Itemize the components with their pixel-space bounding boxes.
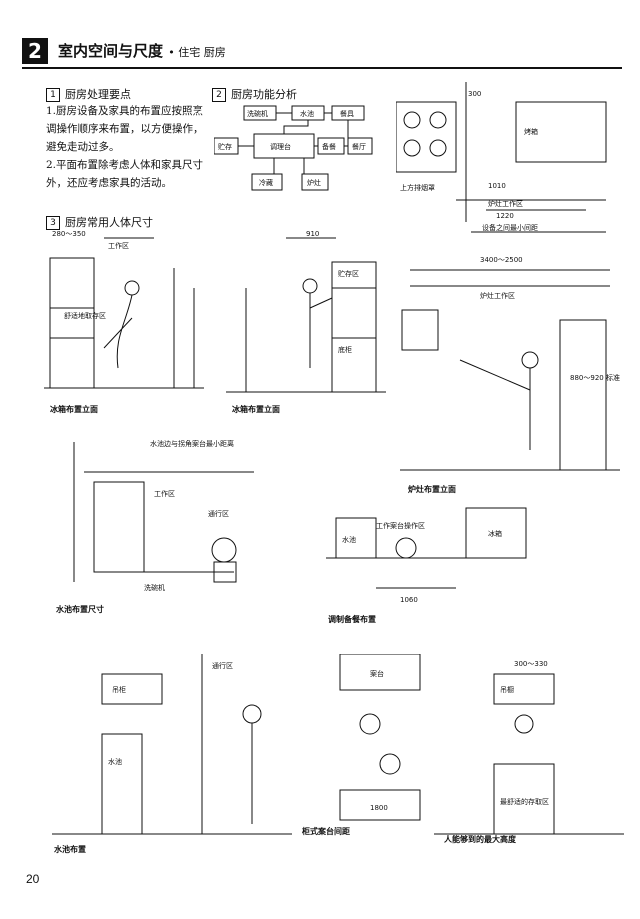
page-title: 室内空间与尺度 • 住宅 厨房 xyxy=(58,40,226,61)
counter-label-top: 案台 xyxy=(370,669,384,678)
caption-reach: 人能够到的最大高度 xyxy=(444,835,516,844)
base-cabinet-label: 底柜 xyxy=(338,345,352,354)
section-2-title: 厨房功能分析 xyxy=(231,88,297,101)
caption-sink: 水池布置尺寸 xyxy=(56,605,104,614)
chapter-badge: 2 xyxy=(22,38,48,64)
work-area-label: 工作区 xyxy=(108,241,129,250)
caption-sink-elev: 水池布置 xyxy=(54,845,86,854)
comfort-zone-label: 舒适地取存区 xyxy=(64,311,106,320)
section-1-heading: 1 厨房处理要点 xyxy=(46,86,131,102)
fridge-elevation-2: 910 贮存区 底柜 xyxy=(226,230,386,393)
page-number: 20 xyxy=(26,872,40,886)
flow-box-prep: 调理台 xyxy=(270,142,291,151)
section-3-heading: 3 厨房常用人体尺寸 xyxy=(46,214,153,230)
function-flow-diagram: 洗碗机 水池 餐具 贮存 调理台 备餐 餐厅 冷藏 炉灶 xyxy=(214,105,373,191)
header-rule xyxy=(22,67,622,69)
paragraph-2: 2.平面布置除考虑人体和家具尺寸外，还应考虑家具的活动。 xyxy=(46,159,204,189)
dim-910: 910 xyxy=(306,230,319,238)
corner-distance-label: 水池边与拐角案台最小距离 xyxy=(150,439,234,448)
min-clearance-label: 设备之间最小间距 xyxy=(482,223,538,232)
wall-cabinet-label-reach: 吊橱 xyxy=(500,685,514,694)
flow-box-storage: 贮存 xyxy=(218,142,232,151)
flow-box-dishwasher: 洗碗机 xyxy=(247,109,268,118)
circulation-label-elev: 通行区 xyxy=(212,661,233,670)
sink-elevation: 通行区 吊柜 水池 xyxy=(52,654,292,835)
caption-prep: 调制备餐布置 xyxy=(328,615,376,624)
section-3-title: 厨房常用人体尺寸 xyxy=(65,216,153,229)
sink-label-elev: 水池 xyxy=(108,757,122,766)
chapter-title: 室内空间与尺度 xyxy=(58,42,164,60)
total-width-label: 3400～2500 xyxy=(480,256,523,264)
circulation-label: 通行区 xyxy=(208,509,229,518)
comfort-zone-label-reach: 最舒适的存取区 xyxy=(500,797,549,806)
dim-300: 300 xyxy=(468,90,481,98)
dim-top: 280～350 xyxy=(52,230,86,238)
flow-box-sink: 水池 xyxy=(300,109,314,118)
sink-plan: 水池边与拐角案台最小距离 工作区 通行区 洗碗机 xyxy=(73,439,254,592)
max-reach: 300～330 吊橱 最舒适的存取区 xyxy=(434,660,624,835)
chapter-subtitle: • 住宅 厨房 xyxy=(168,46,226,59)
caption-island: 柜式案台间距 xyxy=(302,827,350,836)
wall-cabinet-label: 吊柜 xyxy=(112,685,126,694)
stove-work-area-label: 炉灶工作区 xyxy=(488,199,523,208)
oven-label: 烤箱 xyxy=(524,127,538,136)
storage-area-label: 贮存区 xyxy=(338,269,359,278)
oven-label-2: 880～920 标准高度 xyxy=(570,373,620,382)
prep-zone-label: 工作案台操作区 xyxy=(376,521,425,530)
dim-1220: 1220 xyxy=(496,212,514,220)
hood-label: 上方排烟罩 xyxy=(400,183,435,192)
prep-layout: 工作案台操作区 水池 冰箱 1060 xyxy=(326,507,527,604)
flow-box-fridge: 冷藏 xyxy=(259,178,273,187)
dim-1060: 1060 xyxy=(400,596,418,604)
flow-box-stove: 炉灶 xyxy=(307,178,321,187)
flow-box-dining: 餐厅 xyxy=(352,142,366,151)
dim-1010: 1010 xyxy=(488,182,506,190)
section-3-number: 3 xyxy=(46,216,60,230)
dishwasher-label: 洗碗机 xyxy=(144,583,165,592)
section-1-body: 1.厨房设备及家具的布置应按照烹调操作顺序来布置，以方便操作，避免走动过多。 2… xyxy=(46,102,206,192)
caption-stove: 炉灶布置立面 xyxy=(408,485,456,494)
flow-box-serving: 备餐 xyxy=(322,142,336,151)
counter-label-bottom: 1800 xyxy=(370,804,388,812)
caption-fridge-2: 冰箱布置立面 xyxy=(232,405,280,414)
section-1-number: 1 xyxy=(46,88,60,102)
stove-plan-figure: 烤箱 上方排烟罩 1010 炉灶工作区 1220 设备之间最小间距 300 xyxy=(396,82,607,233)
stove-work-zone: 炉灶工作区 xyxy=(480,291,515,300)
fridge-elevation-1: 280～350 工作区 舒适地取存区 xyxy=(44,230,204,389)
sink-label-prep: 水池 xyxy=(342,535,356,544)
stove-elevation: 3400～2500 880～920 标准高度 炉灶工作区 xyxy=(400,256,620,471)
fridge-label-prep: 冰箱 xyxy=(488,529,502,538)
section-2-heading: 2 厨房功能分析 xyxy=(212,86,297,102)
section-2-number: 2 xyxy=(212,88,226,102)
caption-fridge-1: 冰箱布置立面 xyxy=(50,405,98,414)
island-spacing: 案台 1800 xyxy=(339,654,421,821)
paragraph-1: 1.厨房设备及家具的布置应按照烹调操作顺序来布置，以方便操作，避免走动过多。 xyxy=(46,105,204,153)
flow-box-tableware: 餐具 xyxy=(340,109,354,118)
work-area-label-sink: 工作区 xyxy=(154,489,175,498)
section-1-title: 厨房处理要点 xyxy=(65,88,131,101)
dim-300-330: 300～330 xyxy=(514,660,548,668)
